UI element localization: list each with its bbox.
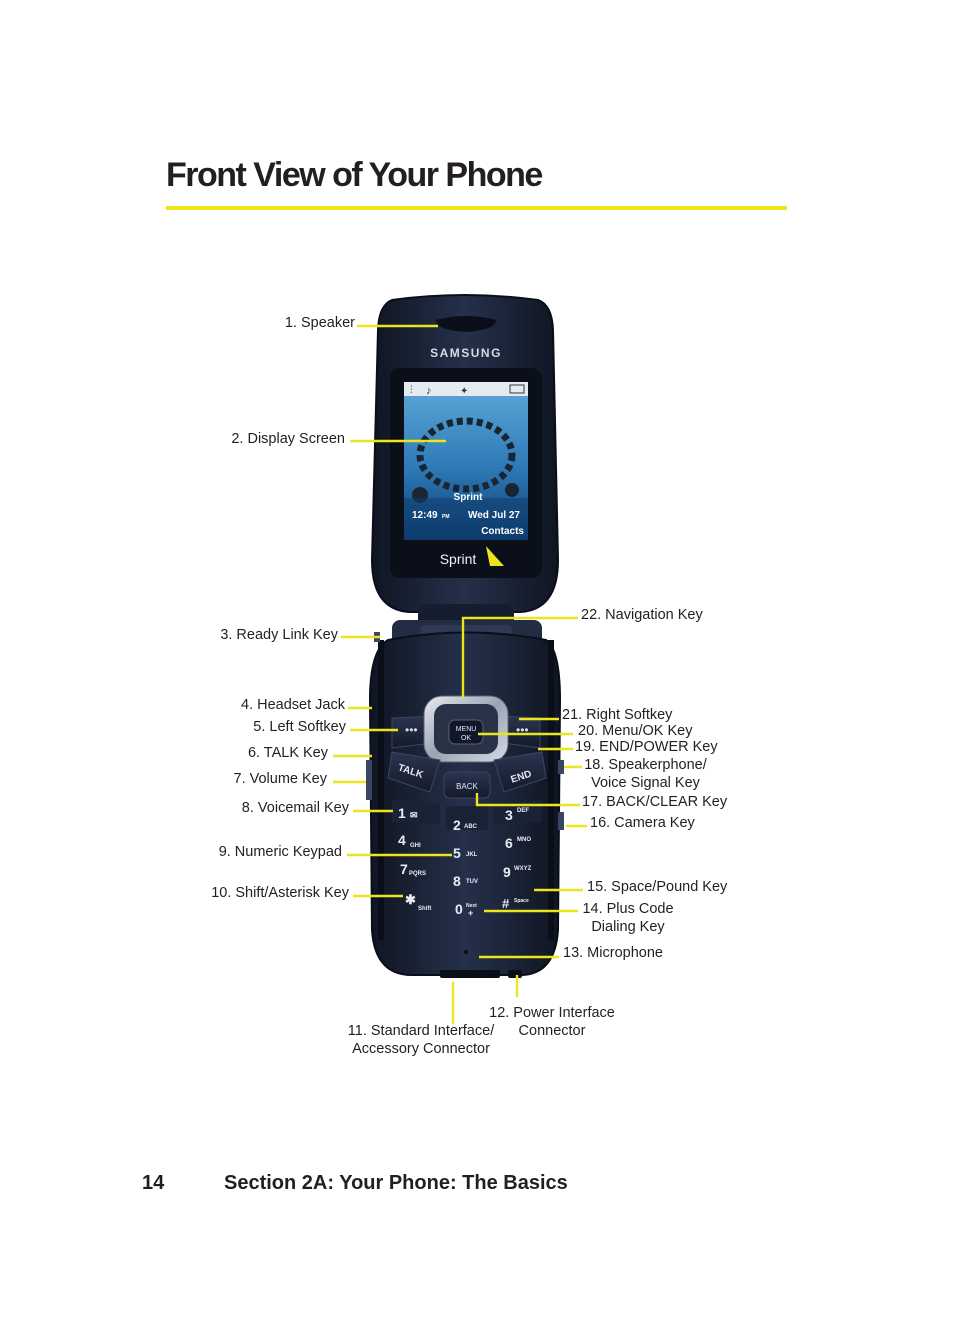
screen-date: Wed Jul 27 <box>468 510 520 521</box>
callout-power-interface-line2: Connector <box>518 1023 586 1039</box>
svg-text:Next: Next <box>466 903 477 909</box>
callout-plus-code-line1: 14. Plus Code <box>582 901 674 917</box>
key-hash: # <box>502 896 510 911</box>
page-number: 14 <box>142 1172 165 1194</box>
callout-back-clear-key: 17. BACK/CLEAR Key <box>582 794 728 810</box>
key-1: 1 <box>398 805 406 821</box>
end-key <box>493 751 547 793</box>
speaker-grille <box>436 316 496 332</box>
microphone <box>464 950 468 954</box>
callout-space-pound-key: 15. Space/Pound Key <box>587 879 728 895</box>
talk-key <box>387 751 441 793</box>
svg-text:Space: Space <box>514 898 529 904</box>
callout-shift-asterisk-key: 10. Shift/Asterisk Key <box>211 885 349 901</box>
power-interface-connector <box>508 970 522 978</box>
callout-plus-code-dialing-key: 14. Plus Code Dialing Key <box>578 900 678 936</box>
callout-navigation-key: 22. Navigation Key <box>581 607 703 623</box>
callout-microphone: 13. Microphone <box>563 945 663 961</box>
svg-text:PQRS: PQRS <box>409 871 426 877</box>
volume-key <box>366 760 372 800</box>
svg-text:+: + <box>468 908 473 918</box>
back-key <box>443 771 491 799</box>
key-4: 4 <box>398 832 406 848</box>
callout-plus-code-line2: Dialing Key <box>591 919 665 935</box>
callout-standard-interface-line1: 11. Standard Interface/ <box>347 1023 495 1039</box>
location-icon: ✦ <box>460 386 468 397</box>
brand-logo: SAMSUNG <box>430 346 502 360</box>
callout-speaker: 1. Speaker <box>284 315 355 331</box>
key-5: 5 <box>453 845 461 861</box>
callout-left-softkey: 5. Left Softkey <box>253 719 346 735</box>
key-star: ✱ <box>405 892 416 907</box>
screen-carrier: Sprint <box>454 492 484 503</box>
section-title: Section 2A: Your Phone: The Basics <box>224 1172 568 1194</box>
callout-speakerphone-line2: Voice Signal Key <box>591 775 700 791</box>
svg-text:MENU: MENU <box>456 726 477 733</box>
phone-upper-flip: SAMSUNG ⫶ ♪ ✦ Sprint 12:49 PM Wed Jul 27… <box>370 294 560 613</box>
battery-icon <box>509 384 525 394</box>
key-2: 2 <box>453 817 461 833</box>
callout-headset-jack: 4. Headset Jack <box>241 697 345 713</box>
numeric-keypad: 1 ✉ 2 ABC 3 DEF 4 GHI 5 JKL 6 MNO 7 PQRS… <box>392 800 542 918</box>
svg-text:TUV: TUV <box>466 879 478 885</box>
key-7: 7 <box>400 861 408 877</box>
screen-time: 12:49 <box>412 510 438 521</box>
callout-camera-key: 16. Camera Key <box>590 815 695 831</box>
callout-speakerphone-key: 18. Speakerphone/ Voice Signal Key <box>582 756 709 792</box>
menu-ok-key <box>448 719 484 745</box>
callout-talk-key: 6. TALK Key <box>247 745 328 761</box>
phone-lower-body: ••• ••• MENU OK TALK END BACK 1 ✉ 2 ABC … <box>366 631 564 978</box>
speakerphone-key <box>558 760 564 774</box>
callout-standard-interface: 11. Standard Interface/ Accessory Connec… <box>340 1022 502 1058</box>
screen-softkey: Contacts <box>481 526 524 537</box>
callout-end-power-key: 19. END/POWER Key <box>575 739 718 755</box>
callout-leaders <box>333 324 587 1024</box>
svg-text:MNO: MNO <box>517 837 531 843</box>
carrier-logo: Sprint <box>440 551 477 567</box>
voicemail-icon: ✉ <box>410 810 418 820</box>
svg-text:GHI: GHI <box>410 843 421 849</box>
music-icon: ♪ <box>426 385 432 397</box>
key-9: 9 <box>503 864 511 880</box>
key-3: 3 <box>505 807 513 823</box>
callout-standard-interface-line2: Accessory Connector <box>352 1041 490 1057</box>
key-8: 8 <box>453 873 461 889</box>
callout-volume-key: 7. Volume Key <box>233 771 328 787</box>
svg-text:BACK: BACK <box>456 782 478 791</box>
callout-voicemail-key: 8. Voicemail Key <box>241 800 349 816</box>
standard-interface-connector <box>440 970 500 978</box>
svg-text:•••: ••• <box>405 723 418 737</box>
signal-icon: ⫶ <box>410 385 413 396</box>
callout-power-interface: 12. Power Interface Connector <box>485 1004 619 1040</box>
callout-right-softkey: 21. Right Softkey <box>562 707 673 723</box>
svg-text:OK: OK <box>461 735 471 742</box>
screen-ampm: PM <box>442 514 450 520</box>
svg-text:DEF: DEF <box>517 808 529 814</box>
callout-power-interface-line1: 12. Power Interface <box>489 1005 615 1021</box>
screen-wallpaper <box>404 417 528 540</box>
key-6: 6 <box>505 835 513 851</box>
callout-ready-link-key: 3. Ready Link Key <box>220 627 338 643</box>
callout-display-screen: 2. Display Screen <box>231 431 345 447</box>
key-0: 0 <box>455 901 463 917</box>
svg-text:Shift: Shift <box>418 906 431 912</box>
callout-speakerphone-line1: 18. Speakerphone/ <box>584 757 707 773</box>
camera-key <box>558 812 564 830</box>
sprint-pin-icon <box>486 546 504 566</box>
page-title: Front View of Your Phone <box>166 156 543 194</box>
callout-menu-ok-key: 20. Menu/OK Key <box>578 723 693 739</box>
svg-text:ABC: ABC <box>464 824 478 830</box>
title-rule <box>166 206 787 210</box>
callout-numeric-keypad: 9. Numeric Keypad <box>218 844 342 860</box>
svg-text:WXYZ: WXYZ <box>514 866 532 872</box>
svg-text:JKL: JKL <box>466 852 478 858</box>
